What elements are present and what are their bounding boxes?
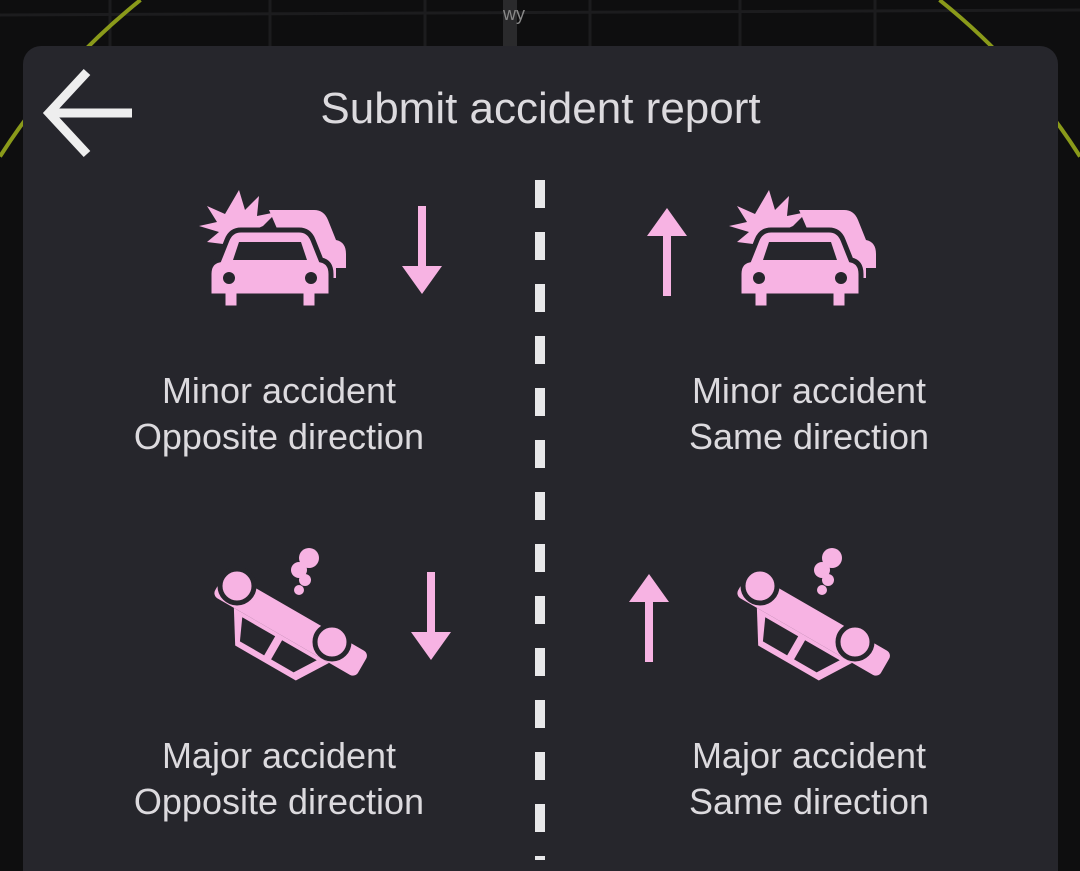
option-label-line2: Opposite direction bbox=[133, 416, 425, 457]
minor-accident-icon bbox=[729, 190, 876, 311]
option-label-line1: Minor accident bbox=[161, 370, 397, 411]
minor-accident-icon bbox=[199, 190, 346, 311]
back-button[interactable] bbox=[42, 68, 135, 158]
major-accident-icon bbox=[214, 548, 367, 681]
option-label-line2: Opposite direction bbox=[133, 781, 425, 822]
option-label-line1: Minor accident bbox=[691, 370, 927, 411]
option-label-line1: Major accident bbox=[161, 735, 397, 776]
major-accident-icon bbox=[737, 548, 890, 681]
road-label: wy bbox=[502, 4, 525, 24]
accident-report-panel: Submit accident report Minor accident Op… bbox=[23, 46, 1058, 871]
road-divider bbox=[535, 180, 545, 860]
minor-accident-same-button[interactable]: Minor accident Same direction bbox=[589, 180, 1029, 500]
major-accident-opposite-button[interactable]: Major accident Opposite direction bbox=[59, 546, 499, 866]
arrow-up-icon bbox=[647, 208, 687, 296]
major-accident-same-button[interactable]: Major accident Same direction bbox=[589, 546, 1029, 866]
minor-accident-opposite-button[interactable]: Minor accident Opposite direction bbox=[59, 180, 499, 500]
arrow-up-icon bbox=[629, 574, 669, 662]
arrow-down-icon bbox=[411, 572, 451, 660]
arrow-down-icon bbox=[402, 206, 442, 294]
page-title: Submit accident report bbox=[320, 84, 761, 133]
arrow-left-icon bbox=[42, 68, 132, 158]
option-label-line2: Same direction bbox=[688, 781, 930, 822]
option-label-line1: Major accident bbox=[691, 735, 927, 776]
option-label-line2: Same direction bbox=[688, 416, 930, 457]
